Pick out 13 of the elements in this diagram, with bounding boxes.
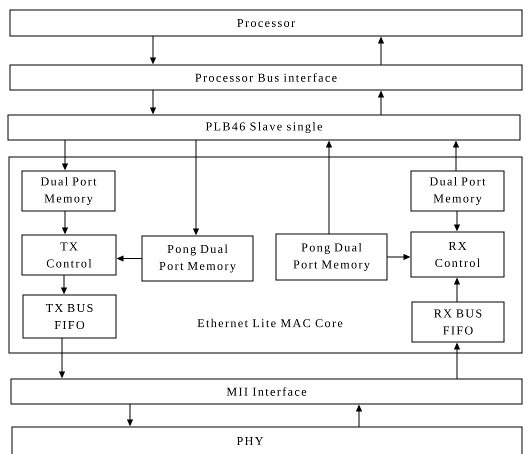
fifo-box: TX BUS FIFO — [22, 294, 116, 338]
bus-interface-box: Processor Bus interface — [10, 64, 522, 90]
interface-box: MII Interface — [10, 378, 522, 404]
fifo-box: RX BUS FIFO — [412, 302, 504, 342]
slave-bus-box: PLB46 Slave single — [8, 114, 520, 140]
memory-box: Dual Port Memory — [22, 170, 116, 212]
memory-box: Pong Dual Port Memory — [142, 236, 254, 282]
memory-box: Dual Port Memory — [410, 170, 504, 212]
control-box: RX Control — [410, 231, 504, 278]
memory-box: Pong Dual Port Memory — [276, 233, 388, 280]
processor-box: Processor — [10, 10, 522, 36]
phy-box: PHY — [12, 426, 522, 454]
control-box: TX Control — [22, 234, 116, 276]
